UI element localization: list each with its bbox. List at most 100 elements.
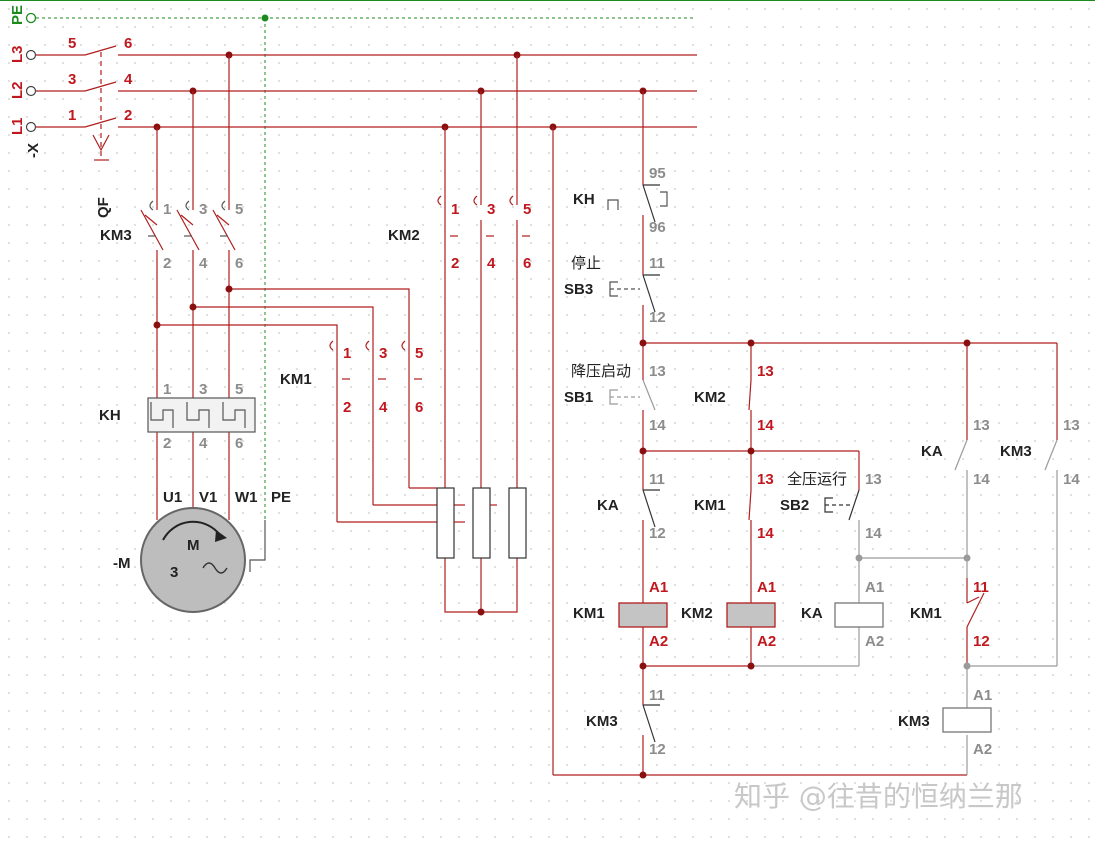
km1-t2: 2 [343,399,351,416]
coil-km3-a2: A2 [973,741,992,758]
km3-t3: 3 [199,201,207,218]
sb1-13: 13 [649,363,666,380]
km3-no-13: 13 [1063,417,1080,434]
km2-aux-14: 14 [757,417,774,434]
sb3-label: SB3 [564,281,593,298]
qf-t6: 6 [124,35,132,52]
coils [618,602,992,733]
x-label: -X [25,143,42,158]
coil-km2 [726,602,776,628]
kh-t2: 2 [163,435,171,452]
km1-aux-14: 14 [757,525,774,542]
ctrl-kh-label: KH [573,191,595,208]
pe-label: PE [9,5,26,25]
sb3-12: 12 [649,309,666,326]
sb2-14: 14 [865,525,882,542]
main-switch-blades [329,195,530,380]
motor-u1: U1 [163,489,182,506]
qf-label: QF [95,197,112,218]
breaker-qf-symbol [84,45,117,161]
motor-m-letter: M [187,537,200,554]
l1-label: L1 [9,117,26,135]
km3-nc-12: 12 [649,741,666,758]
qf-t2: 2 [124,107,132,124]
coil-ka-a1: A1 [865,579,884,596]
kh-t1: 1 [163,381,171,398]
control-junctions-gray [855,554,971,670]
km3-t4: 4 [199,255,208,272]
l1-terminal [25,121,37,133]
km3-t2: 2 [163,255,171,272]
ka-nc-label: KA [597,497,619,514]
km3-main-blades [148,200,228,237]
qf-t5: 5 [68,35,76,52]
km3-t5: 5 [235,201,243,218]
ka-no-13: 13 [973,417,990,434]
motor-name: -M [113,555,131,572]
kh-t4: 4 [199,435,208,452]
power-wiring [140,55,518,613]
km1-t5: 5 [415,345,423,362]
km2-t5: 5 [523,201,531,218]
coil-km1-a1: A1 [649,579,668,596]
autotransformer [436,487,527,559]
supply-rails [25,12,697,548]
km3-no-label: KM3 [1000,443,1032,460]
coil-km1 [618,602,668,628]
coil-km3-a1: A1 [973,687,992,704]
pe-terminal [25,12,37,24]
km1-t6: 6 [415,399,423,416]
km1-t4: 4 [379,399,388,416]
km2-t3: 3 [487,201,495,218]
control-contacts [607,184,1058,743]
coil-ka-a2: A2 [865,633,884,650]
ka-no-14: 14 [973,471,990,488]
control-junctions [639,339,971,779]
kh-t3: 3 [199,381,207,398]
km2-main-label: KM2 [388,227,420,244]
km2-t1: 1 [451,201,459,218]
km2-t2: 2 [451,255,459,272]
km1-nc-label: KM1 [910,605,942,622]
ctrl-kh-96: 96 [649,219,666,236]
coil-km2-a1: A1 [757,579,776,596]
km3-nc-11: 11 [649,687,665,704]
km1-aux-label: KM1 [694,497,726,514]
km3-t6: 6 [235,255,243,272]
km2-t6: 6 [523,255,531,272]
km3-main-label: KM3 [100,227,132,244]
stop-cn-label: 停止 [571,254,601,272]
km1-nc-12: 12 [973,633,990,650]
sb1-label: SB1 [564,389,593,406]
km1-nc-11: 11 [973,579,989,596]
qf-t3: 3 [68,71,76,88]
ka-nc-11: 11 [649,471,665,488]
km1-t3: 3 [379,345,387,362]
motor-v1: V1 [199,489,217,506]
sb3-11: 11 [649,255,665,272]
km1-t1: 1 [343,345,351,362]
full-run-cn-label: 全压运行 [787,470,847,488]
sb2-label: SB2 [780,497,809,514]
coil-km1-a2: A2 [649,633,668,650]
motor-phases: 3 [170,564,178,581]
motor-w1: W1 [235,489,258,506]
coil-km3 [942,707,992,733]
kh-t6: 6 [235,435,243,452]
qf-t1: 1 [68,107,76,124]
motor-pe: PE [271,489,291,506]
km3-t1: 1 [163,201,171,218]
qf-t4: 4 [124,71,133,88]
watermark: 知乎 @往昔的恒纳兰那 [734,780,1023,813]
kh-t5: 5 [235,381,243,398]
l2-terminal [25,85,37,97]
motor-m [140,507,266,613]
branch-junctions [153,285,485,616]
km1-main-label: KM1 [280,371,312,388]
ka-nc-12: 12 [649,525,666,542]
km3-no-14: 14 [1063,471,1080,488]
labels: PE L3 L2 L1 -X 5 6 3 4 1 2 QF KM3 1 3 5 … [9,5,1080,813]
km2-aux-13: 13 [757,363,774,380]
l2-label: L2 [9,81,26,99]
